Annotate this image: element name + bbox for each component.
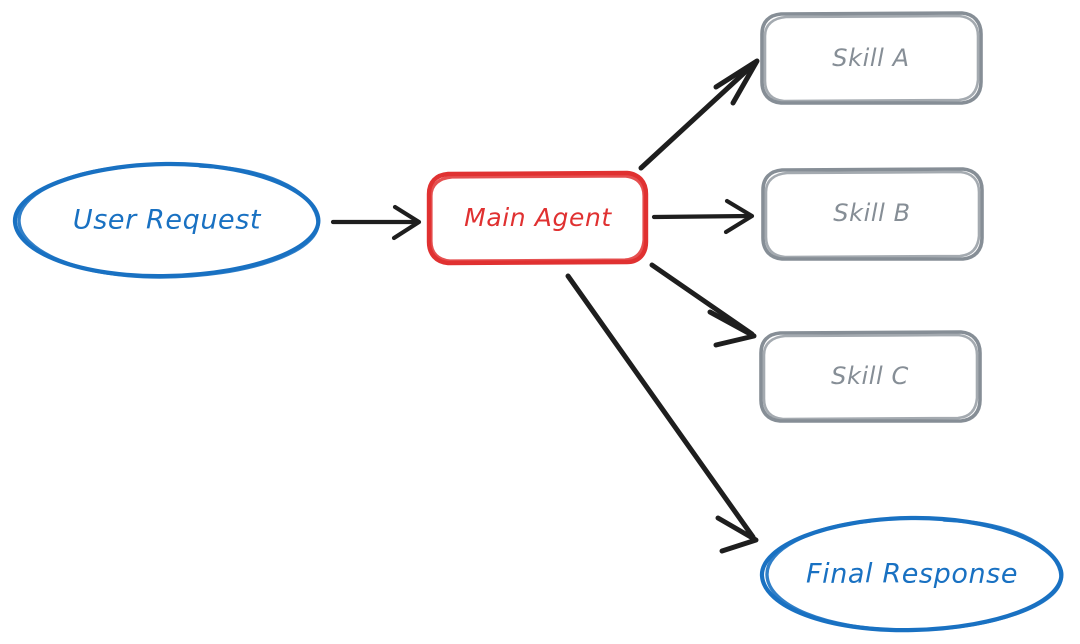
user-request-ellipse-sketch: [17, 164, 320, 279]
edge-agent-to-final-arrowhead: [715, 515, 759, 554]
user-request-label: User Request: [73, 205, 262, 236]
edge-agent-to-final-line: [565, 273, 756, 540]
edge-agent-to-skill-c-line: [649, 262, 755, 337]
edge-agent-to-skill-a-arrowhead: [713, 58, 760, 106]
edge-user-to-agent: [330, 204, 422, 241]
main-agent-label: Main Agent: [464, 203, 612, 232]
final-response-label: Final Response: [806, 559, 1018, 590]
node-skill-a[interactable]: Skill A: [760, 11, 983, 105]
skill-a-label: Skill A: [832, 44, 909, 72]
node-skill-c[interactable]: Skill C: [759, 330, 982, 423]
node-skill-b[interactable]: Skill B: [761, 167, 984, 261]
edge-agent-to-skill-a-line: [638, 60, 758, 171]
node-user-request[interactable]: User Request: [12, 161, 321, 279]
edge-agent-to-skill-b: [651, 198, 755, 235]
edge-agent-to-skill-a: [638, 58, 760, 171]
skill-a-rect-sketch: [763, 14, 980, 103]
edge-agent-to-skill-c: [649, 262, 757, 348]
skill-c-rect-outline: [759, 330, 982, 423]
edge-user-to-agent-arrowhead: [391, 204, 422, 241]
main-agent-rect-sketch: [429, 174, 646, 263]
skill-b-rect-sketch: [764, 170, 981, 259]
edge-agent-to-final: [565, 273, 759, 554]
skill-b-rect-outline: [761, 167, 984, 261]
skill-b-label: Skill B: [833, 199, 910, 227]
skill-a-rect-outline: [760, 11, 983, 105]
edge-agent-to-skill-b-line: [651, 213, 753, 220]
main-agent-rect-outline: [426, 170, 649, 266]
skill-c-rect-sketch: [762, 333, 979, 421]
node-main-agent[interactable]: Main Agent: [426, 170, 649, 266]
final-response-ellipse-sketch: [765, 518, 1063, 632]
skill-c-label: Skill C: [831, 362, 909, 390]
node-final-response[interactable]: Final Response: [759, 515, 1064, 633]
edge-agent-to-skill-b-arrowhead: [723, 198, 755, 235]
edge-agent-to-skill-c-arrowhead: [707, 309, 757, 348]
